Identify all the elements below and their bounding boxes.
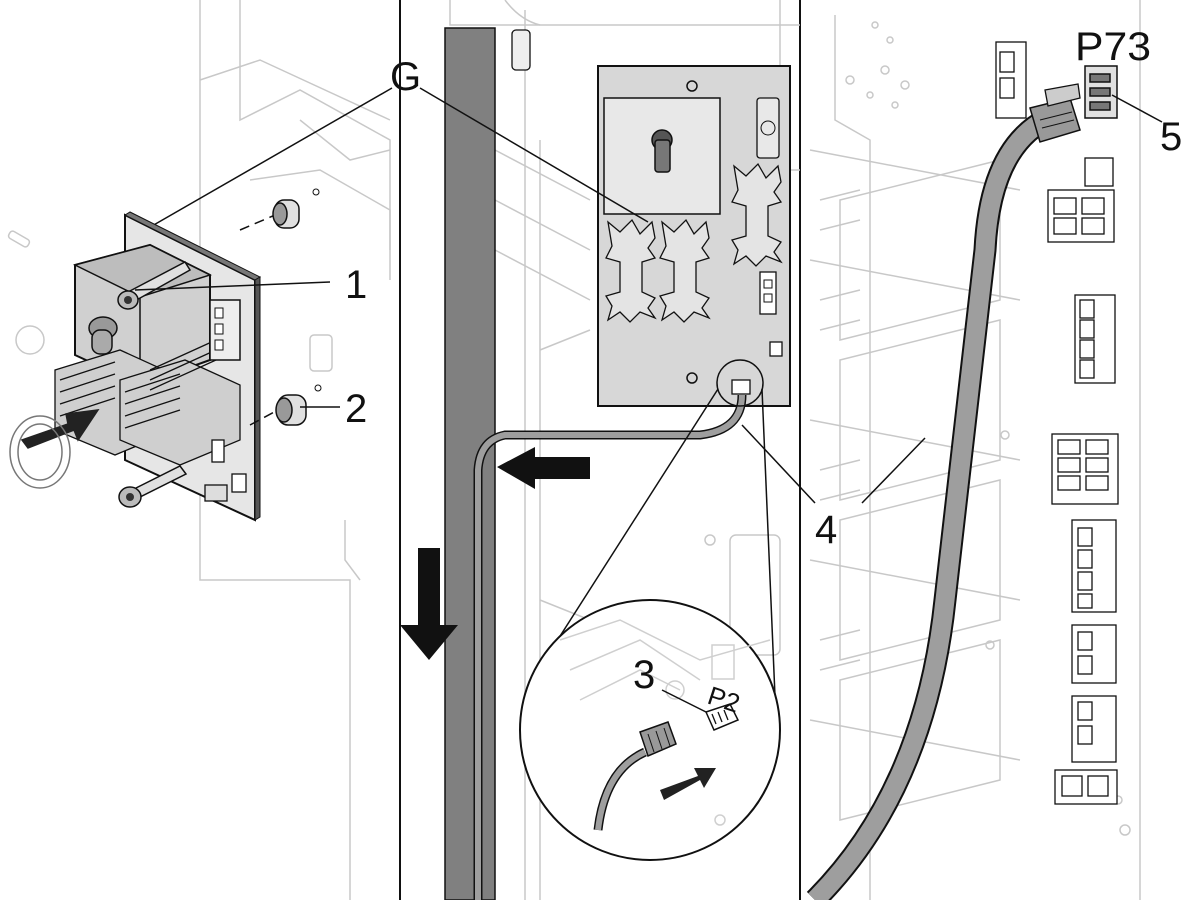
cable-plug [1029,83,1081,143]
callout-1-leader [134,281,331,291]
screw-1 [117,261,192,310]
top-connector-left [995,41,1027,119]
callout-5-label: 5 [1160,115,1182,159]
receptacle-p73-label: P73 [1075,25,1151,69]
detail-callout: 3 P2 [519,359,781,861]
insert-direction-arrow [20,409,100,449]
callout-4-leader-middle [741,424,816,504]
panel-dividers [399,0,801,900]
callout-3-label: 3 [633,653,655,697]
standoff-2 [249,384,322,426]
vertical-rail [444,27,496,900]
pull-left-arrow [497,447,590,489]
callout-2-label: 2 [345,387,367,431]
receptacle-p73 [1084,65,1118,119]
callout-4-label: 4 [815,508,837,552]
left-panel: 1 2 [7,0,393,900]
callout-g-leader-left [144,87,393,231]
right-panel: 5 P73 [806,0,1182,900]
middle-panel: 3 P2 4 G [390,0,837,900]
connector-column [1047,157,1119,805]
screw-lower [118,465,188,508]
callout-g-leader-middle [419,87,649,223]
standoff-top [239,188,320,231]
callout-g-label: G [390,55,421,99]
mounted-fuse-board [597,65,791,407]
cable-right-outline [806,109,1051,900]
cable-right [808,111,1050,900]
fuse-board-g [54,211,262,522]
callout-4-leader-right [861,437,926,504]
callout-1-label: 1 [345,263,367,307]
pull-down-arrow [400,548,458,660]
right-board-background [809,0,1141,900]
cable-clip-bracket [511,29,531,71]
cable-route [475,394,745,900]
fan-outline [9,415,71,489]
callout-5-leader [1111,94,1163,123]
